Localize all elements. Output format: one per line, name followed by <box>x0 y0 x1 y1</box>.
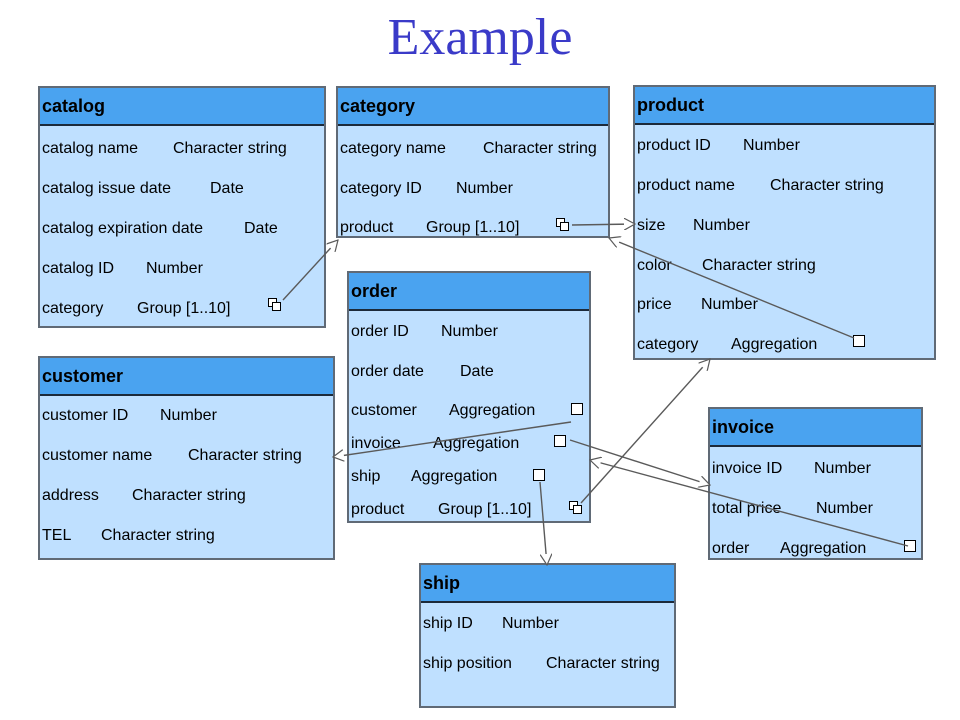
group-icon[interactable] <box>268 298 282 312</box>
attribute-name: category name <box>340 140 446 157</box>
entity-product-name: product <box>635 87 934 125</box>
aggregation-icon[interactable] <box>904 540 916 552</box>
attribute-name: ship ID <box>423 615 473 632</box>
attribute-name: customer <box>351 402 417 419</box>
attribute-type: Aggregation <box>731 336 818 353</box>
attribute-name: invoice ID <box>712 460 783 477</box>
entity-order-name: order <box>349 273 589 311</box>
attribute-type: Date <box>210 180 244 197</box>
aggregation-icon[interactable] <box>554 435 566 447</box>
attribute-name: color <box>637 257 672 274</box>
attribute-name: catalog expiration date <box>42 220 203 237</box>
attribute-name: ship <box>351 468 381 485</box>
attribute-type: Character string <box>101 527 215 544</box>
attribute-type: Number <box>146 260 203 277</box>
attribute-type: Number <box>693 217 750 234</box>
attribute-type: Number <box>502 615 559 632</box>
entity-ship-name: ship <box>421 565 674 603</box>
attribute-type: Group [1..10] <box>137 300 231 317</box>
entity-customer[interactable]: customer customer ID Number customer nam… <box>38 356 335 560</box>
attribute-type: Character string <box>132 487 246 504</box>
attribute-type: Aggregation <box>780 540 867 557</box>
entity-customer-name: customer <box>40 358 333 396</box>
attribute-name: product name <box>637 177 735 194</box>
attribute-name: category <box>637 336 699 353</box>
group-icon[interactable] <box>569 501 583 515</box>
group-icon[interactable] <box>556 218 570 232</box>
attribute-type: Number <box>160 407 217 424</box>
attribute-name: order <box>712 540 750 557</box>
attribute-type: Number <box>816 500 873 517</box>
aggregation-icon[interactable] <box>853 335 865 347</box>
attribute-name: address <box>42 487 99 504</box>
attribute-type: Number <box>441 323 498 340</box>
attribute-name: order ID <box>351 323 409 340</box>
attribute-name: catalog name <box>42 140 139 157</box>
attribute-name: product <box>340 219 394 236</box>
attribute-type: Number <box>701 296 758 313</box>
attribute-name: customer name <box>42 447 153 464</box>
entity-order[interactable]: order order ID Number order date Date cu… <box>347 271 591 523</box>
attribute-type: Group [1..10] <box>438 501 532 518</box>
attribute-type: Date <box>460 363 494 380</box>
attribute-type: Date <box>244 220 278 237</box>
entity-category-name: category <box>338 88 608 126</box>
entity-product[interactable]: product product ID Number product name C… <box>633 85 936 360</box>
attribute-name: customer ID <box>42 407 129 424</box>
attribute-type: Character string <box>702 257 816 274</box>
attribute-name: category <box>42 300 104 317</box>
attribute-name: catalog issue date <box>42 180 171 197</box>
attribute-name: catalog ID <box>42 260 115 277</box>
link-order-invoice <box>569 439 710 485</box>
entity-invoice-name: invoice <box>710 409 921 447</box>
attribute-type: Character string <box>483 140 597 157</box>
entity-ship[interactable]: ship ship ID Number ship position Charac… <box>419 563 676 708</box>
aggregation-icon[interactable] <box>571 403 583 415</box>
attribute-name: product ID <box>637 137 711 154</box>
attribute-type: Number <box>456 180 513 197</box>
attribute-name: price <box>637 296 672 313</box>
link-order-product <box>580 359 710 504</box>
attribute-name: total price <box>712 500 782 517</box>
aggregation-icon[interactable] <box>533 469 545 481</box>
attribute-type: Character string <box>770 177 884 194</box>
entity-catalog-name: catalog <box>40 88 324 126</box>
attribute-type: Number <box>743 137 800 154</box>
attribute-name: ship position <box>423 655 512 672</box>
attribute-name: order date <box>351 363 424 380</box>
entity-category[interactable]: category category name Character string … <box>336 86 610 238</box>
attribute-name: size <box>637 217 666 234</box>
attribute-type: Aggregation <box>433 435 520 452</box>
page-title: Example <box>387 9 573 66</box>
attribute-type: Character string <box>173 140 287 157</box>
attribute-type: Group [1..10] <box>426 219 520 236</box>
attribute-type: Aggregation <box>449 402 536 419</box>
attribute-name: category ID <box>340 180 422 197</box>
attribute-type: Aggregation <box>411 468 498 485</box>
attribute-name: invoice <box>351 435 401 452</box>
entity-invoice[interactable]: invoice invoice ID Number total price Nu… <box>708 407 923 560</box>
entity-catalog[interactable]: catalog catalog name Character string ca… <box>38 86 326 328</box>
attribute-type: Character string <box>188 447 302 464</box>
attribute-type: Character string <box>546 655 660 672</box>
attribute-name: product <box>351 501 405 518</box>
attribute-type: Number <box>814 460 871 477</box>
attribute-name: TEL <box>42 527 72 544</box>
